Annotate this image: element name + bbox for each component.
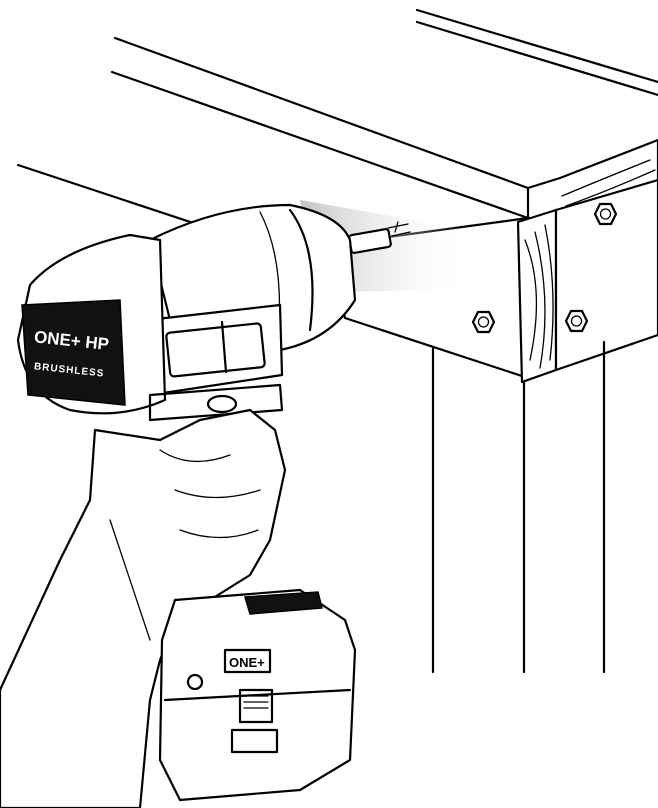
impact-driver: ONE+ HP BRUSHLESS bbox=[16, 203, 357, 422]
trigger-collar bbox=[148, 383, 284, 422]
finger-line bbox=[174, 489, 261, 499]
back-rail-edge bbox=[415, 8, 658, 84]
bolt bbox=[564, 309, 589, 333]
finger-line bbox=[159, 449, 231, 463]
battery-logo: ONE+ bbox=[229, 655, 265, 670]
workbench bbox=[16, 8, 658, 674]
battery-badge bbox=[244, 591, 323, 615]
grain-line bbox=[534, 231, 546, 369]
wrist-line bbox=[109, 519, 151, 641]
top-rail-edge bbox=[113, 36, 530, 190]
finger-line bbox=[179, 529, 259, 539]
grain-line bbox=[524, 239, 538, 361]
grain-line bbox=[544, 224, 554, 361]
logo-plate bbox=[21, 299, 126, 406]
back-rail-edge-2 bbox=[415, 20, 658, 97]
bolt bbox=[593, 202, 618, 226]
vent-window bbox=[165, 322, 266, 378]
vent-divider bbox=[220, 320, 228, 374]
battery-release-button bbox=[230, 728, 279, 754]
mode-button bbox=[206, 394, 238, 414]
top-rail-edge-2 bbox=[110, 70, 530, 220]
battery-pack: ONE+ bbox=[158, 588, 357, 802]
grain-line bbox=[565, 169, 656, 207]
bolt bbox=[471, 310, 496, 334]
battery-seam bbox=[163, 688, 352, 702]
battery-indicator bbox=[186, 673, 204, 691]
grain-line bbox=[561, 159, 651, 197]
battery-logo-box bbox=[223, 648, 272, 674]
housing-seam bbox=[288, 208, 314, 332]
